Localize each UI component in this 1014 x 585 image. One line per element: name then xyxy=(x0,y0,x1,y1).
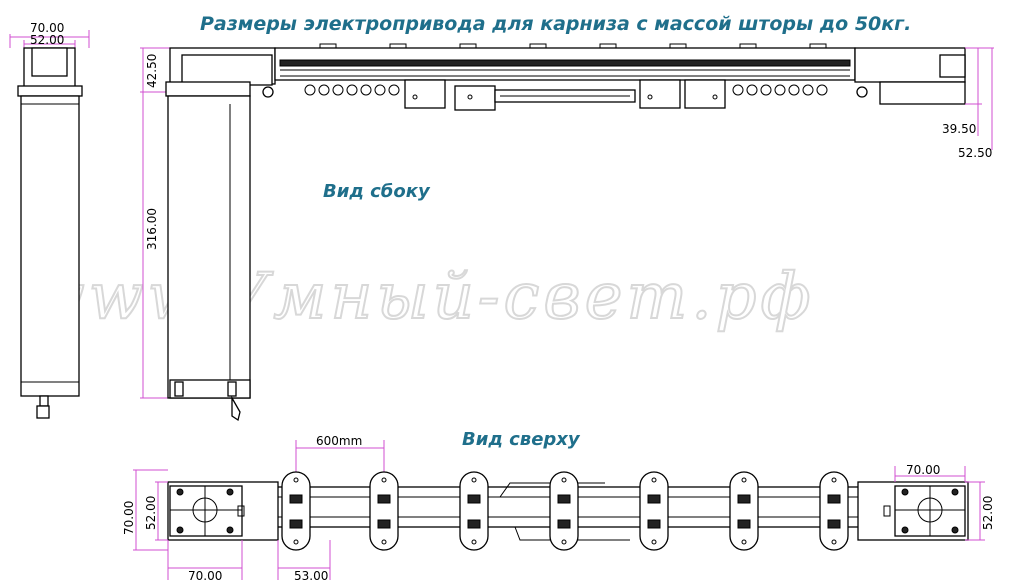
dim-top-right-length: 70.00 xyxy=(906,463,940,477)
rail-top-view: 600mm xyxy=(122,434,995,583)
dim-runner-spacing: 600mm xyxy=(316,434,362,448)
page-title: Размеры электропривода для карниза с мас… xyxy=(200,13,911,35)
dim-end-height-outer: 52.50 xyxy=(958,146,992,160)
top-view-label: Вид сверху xyxy=(462,429,581,450)
watermark: www.Умный-свет.рф xyxy=(30,260,815,334)
dim-top-left-height-outer: 70.00 xyxy=(122,501,136,535)
dim-rail-height: 42.50 xyxy=(145,54,159,88)
dim-top-left-length: 70.00 xyxy=(188,569,222,583)
dim-runner-offset: 53.00 xyxy=(294,569,328,583)
dim-motor-width-outer: 70.00 xyxy=(30,21,64,35)
dim-end-height-inner: 39.50 xyxy=(942,122,976,136)
dim-motor-length: 316.00 xyxy=(145,208,159,250)
dim-top-left-height-inner: 52.00 xyxy=(144,496,158,530)
side-view-label: Вид сбоку xyxy=(323,181,431,202)
rail-side-view: 42.50 316.00 xyxy=(140,43,994,422)
dim-motor-width-inner: 52.00 xyxy=(30,33,64,47)
motor-front-view: 70.00 52.00 xyxy=(9,21,90,419)
dim-top-right-height: 52.00 xyxy=(981,496,995,530)
